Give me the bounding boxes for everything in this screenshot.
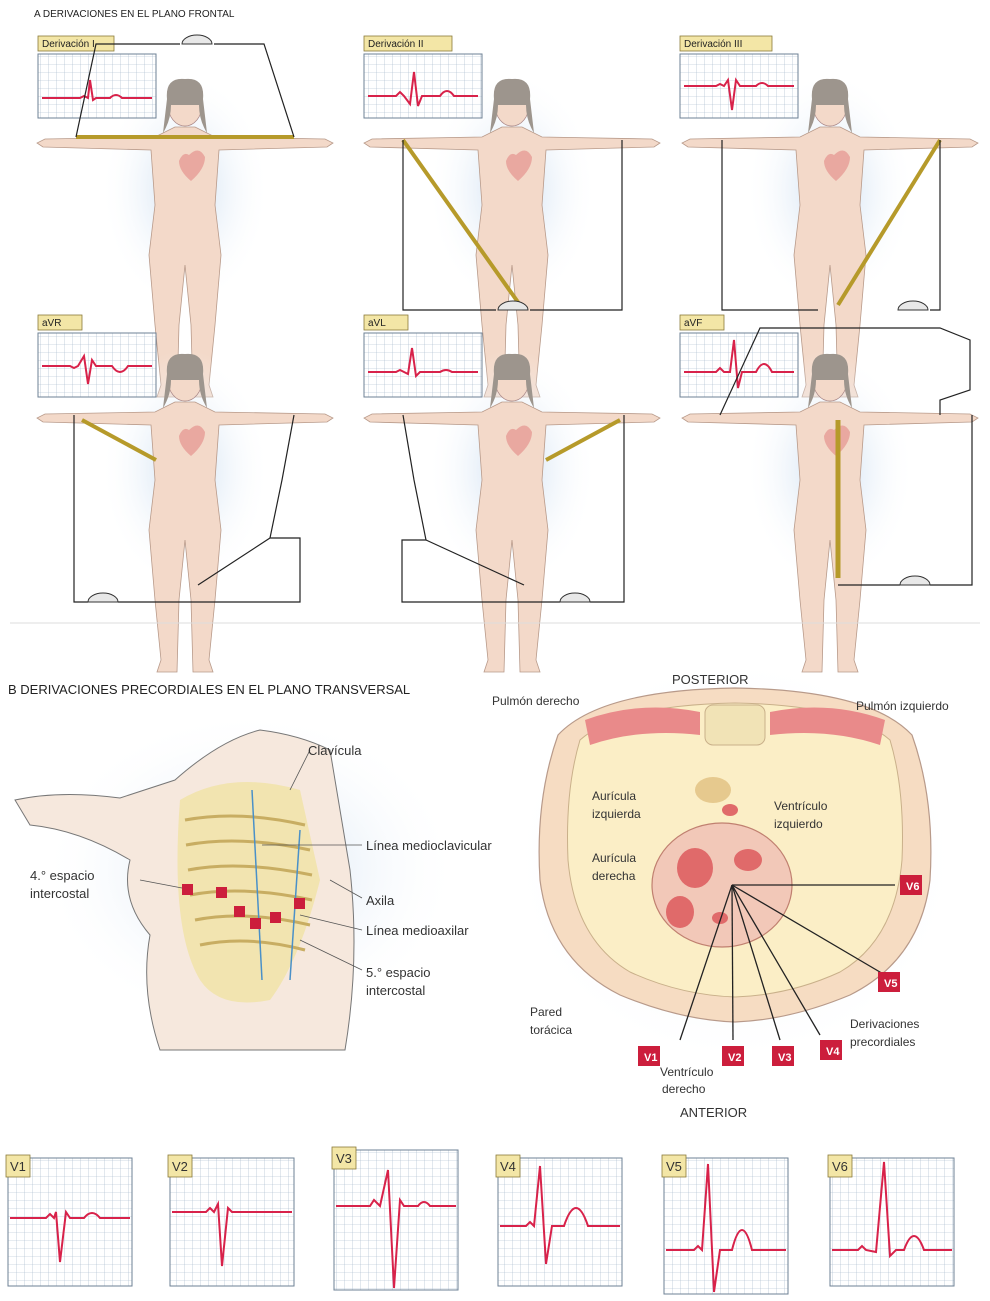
galvanometer-icon [898, 301, 928, 310]
panel-avr: aVR [37, 315, 333, 672]
galvanometer-icon [182, 35, 212, 44]
lead-i-ecg [38, 54, 156, 118]
panel-avl: aVL [364, 315, 660, 672]
label-pared-2: torácica [530, 1023, 572, 1037]
label-auricula-izq-2: izquierda [592, 807, 641, 821]
label-auricula-der-1: Aurícula [592, 851, 636, 865]
section-a-title: A DERIVACIONES EN EL PLANO FRONTAL [34, 9, 235, 20]
label-ventriculo-der-2: derecho [662, 1082, 706, 1096]
lead-ii-label: Derivación II [368, 39, 424, 50]
transverse-v1-label: V1 [644, 1052, 657, 1064]
avl-ecg [364, 333, 482, 397]
strip-v2: V2 [168, 1155, 294, 1286]
strip-v6: V6 [828, 1155, 954, 1286]
galvanometer-icon [560, 593, 590, 602]
strip-v4: V4 [496, 1155, 622, 1286]
lead-iii-label: Derivación III [684, 39, 742, 50]
label-derivaciones-1: Derivaciones [850, 1017, 919, 1031]
avl-label: aVL [368, 318, 386, 329]
label-pulmon-izquierdo: Pulmón izquierdo [856, 699, 949, 713]
label-cuarto-espacio-1: 4.° espacio [30, 868, 94, 883]
strip-v1-label: V1 [10, 1159, 26, 1174]
strip-v3: V3 [332, 1147, 458, 1290]
transverse-v3-label: V3 [778, 1052, 791, 1064]
label-quinto-espacio-2: intercostal [366, 983, 425, 998]
label-auricula-izq-1: Aurícula [592, 789, 636, 803]
strip-v5: V5 [662, 1155, 788, 1294]
strip-v4-label: V4 [500, 1159, 516, 1174]
transverse-v2-label: V2 [728, 1052, 741, 1064]
transverse-v6-label: V6 [906, 881, 919, 893]
label-posterior: POSTERIOR [672, 672, 749, 687]
galvanometer-icon [900, 576, 930, 585]
strip-v6-label: V6 [832, 1159, 848, 1174]
label-quinto-espacio-1: 5.° espacio [366, 965, 430, 980]
label-auricula-der-2: derecha [592, 869, 636, 883]
strip-v1: V1 [6, 1155, 132, 1286]
label-clavicula: Clavícula [308, 743, 362, 758]
panel-avf: aVF [680, 315, 978, 672]
strip-v3-label: V3 [336, 1151, 352, 1166]
label-pared-1: Pared [530, 1005, 562, 1019]
label-linea-medioaxilar: Línea medioaxilar [366, 923, 469, 938]
label-ventriculo-izq-1: Ventrículo [774, 799, 828, 813]
label-ventriculo-izq-2: izquierdo [774, 817, 823, 831]
transverse-v4-label: V4 [826, 1046, 840, 1058]
avf-label: aVF [684, 318, 702, 329]
transverse-section: V1 V2 V3 V4 V5 V6 [510, 655, 960, 1066]
section-b-title: B DERIVACIONES PRECORDIALES EN EL PLANO … [8, 682, 410, 697]
lead-ii-ecg [364, 54, 482, 118]
avr-label: aVR [42, 318, 61, 329]
transverse-v5-label: V5 [884, 978, 897, 990]
label-anterior: ANTERIOR [680, 1105, 747, 1120]
label-pulmon-derecho: Pulmón derecho [492, 694, 580, 708]
label-cuarto-espacio-2: intercostal [30, 886, 89, 901]
precordial-strips: V1 V2 V3 V4 V5 [6, 1147, 954, 1294]
label-derivaciones-2: precordiales [850, 1035, 915, 1049]
label-axila: Axila [366, 893, 395, 908]
strip-v5-label: V5 [666, 1159, 682, 1174]
label-linea-medioclavicular: Línea medioclavicular [366, 838, 492, 853]
strip-v2-label: V2 [172, 1159, 188, 1174]
label-ventriculo-der-1: Ventrículo [660, 1065, 714, 1079]
galvanometer-icon [88, 593, 118, 602]
lead-i-label: Derivación I [42, 39, 95, 50]
